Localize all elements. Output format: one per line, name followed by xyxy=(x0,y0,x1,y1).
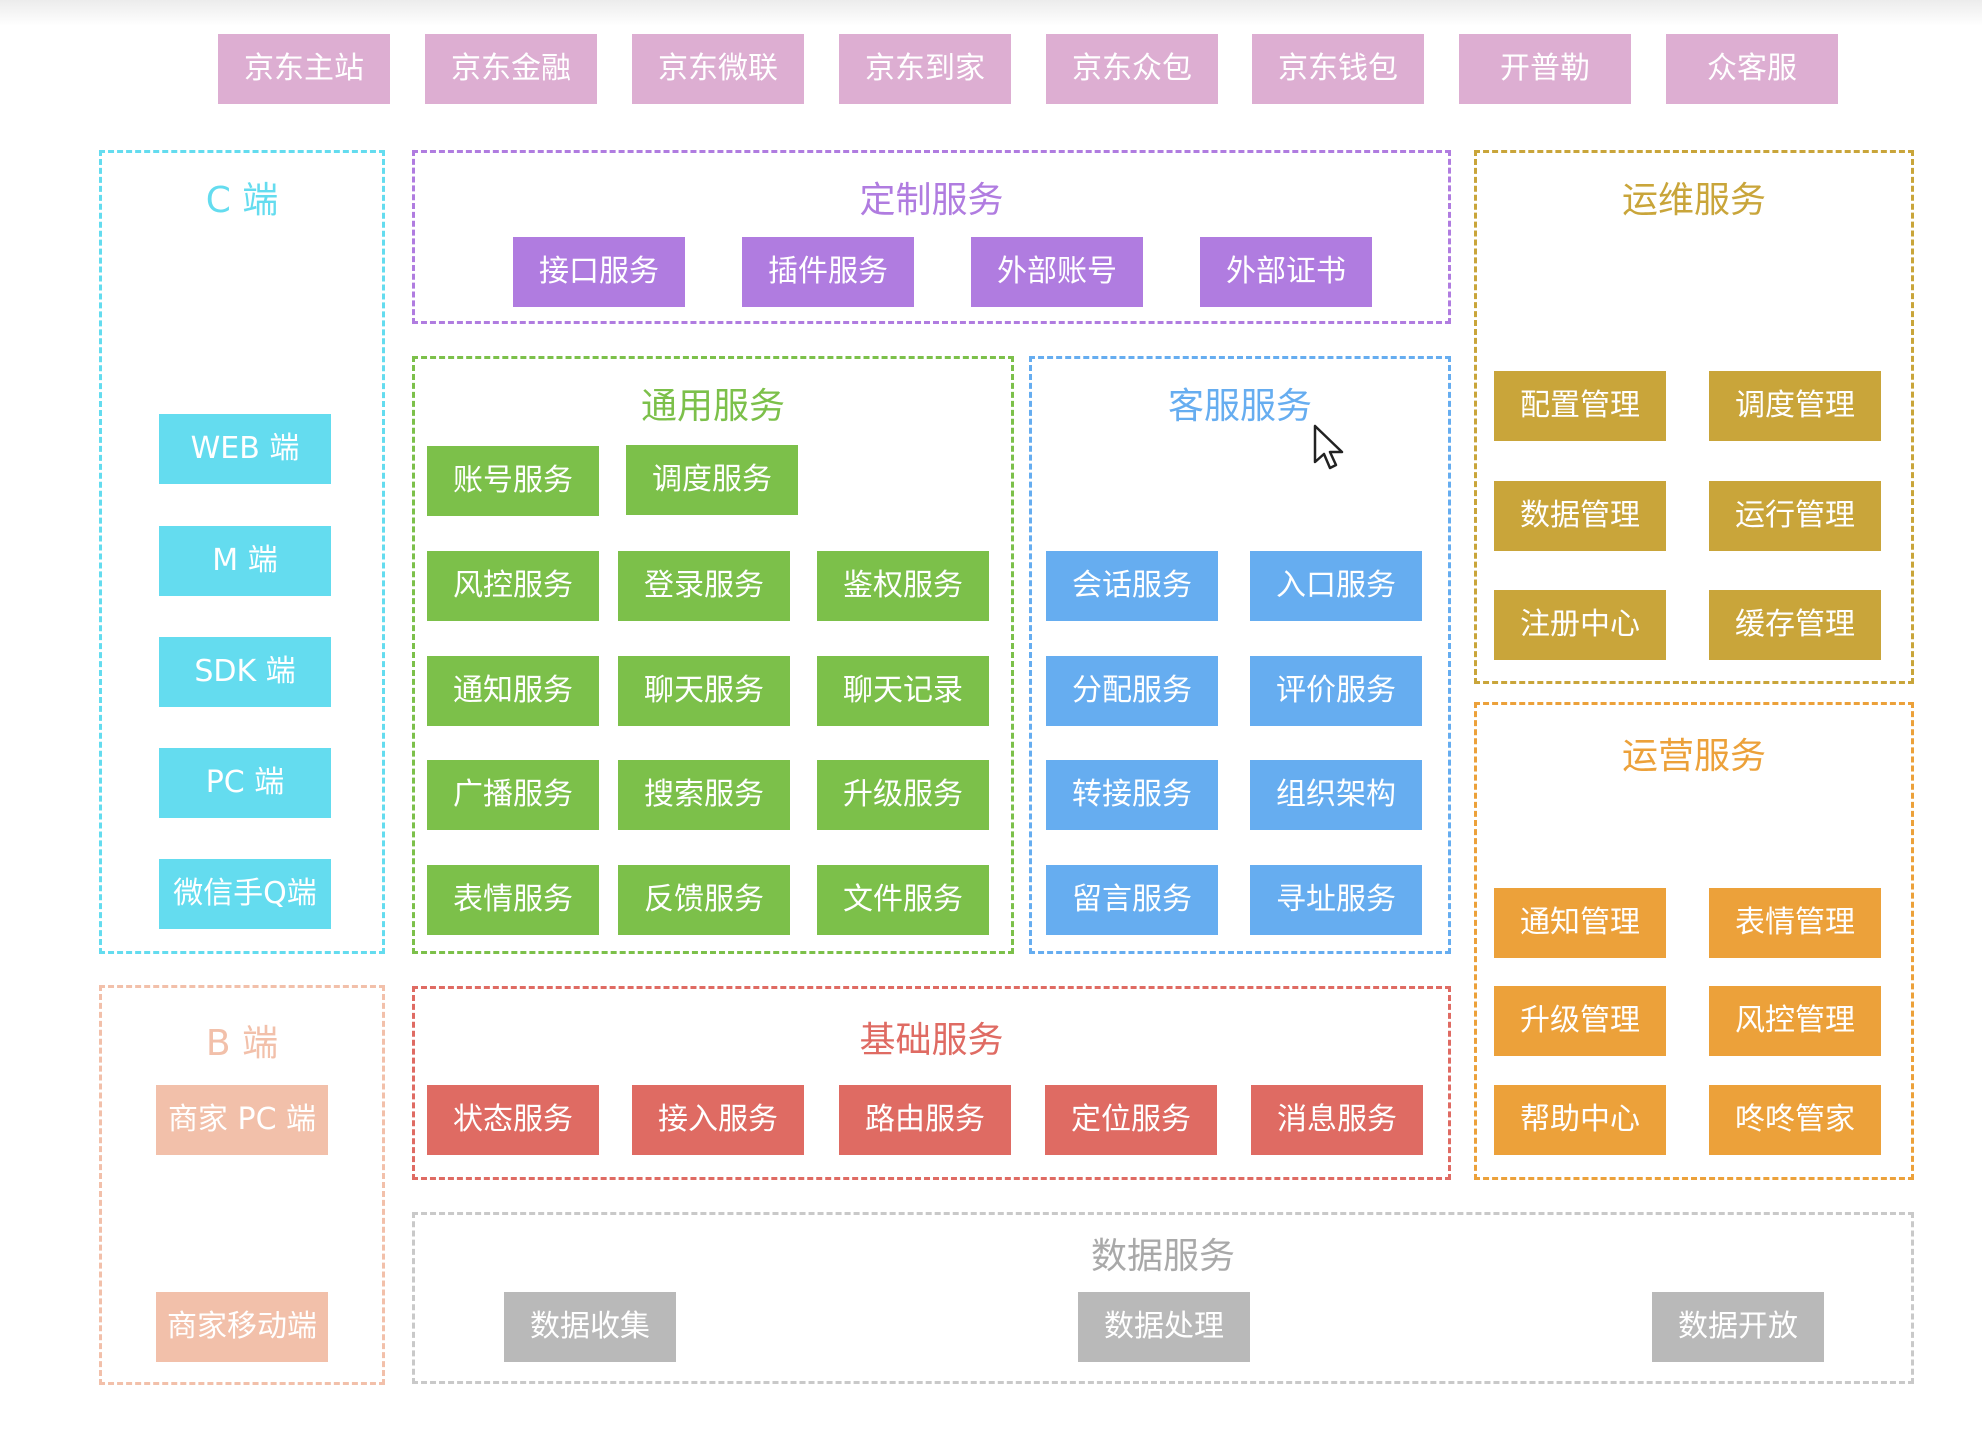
c-end-item[interactable]: M 端 xyxy=(159,526,331,596)
c-end-item[interactable]: WEB 端 xyxy=(159,414,331,484)
top-product[interactable]: 京东主站 xyxy=(218,34,390,104)
general-service-item[interactable]: 鉴权服务 xyxy=(817,551,989,621)
base-service-item[interactable]: 消息服务 xyxy=(1251,1085,1423,1155)
base-service-title: 基础服务 xyxy=(859,1020,1004,1061)
custom-service-item[interactable]: 外部账号 xyxy=(971,237,1143,307)
cs-service-item[interactable]: 留言服务 xyxy=(1046,865,1218,935)
cs-service-item[interactable]: 会话服务 xyxy=(1046,551,1218,621)
cs-service-item[interactable]: 入口服务 xyxy=(1250,551,1422,621)
top-product[interactable]: 京东到家 xyxy=(839,34,1011,104)
operate-service-item[interactable]: 通知管理 xyxy=(1494,888,1666,958)
general-service-item[interactable]: 调度服务 xyxy=(626,445,798,515)
ops-service-panel: 运维服务 xyxy=(1474,150,1914,684)
operate-service-item[interactable]: 表情管理 xyxy=(1709,888,1881,958)
cs-service-item[interactable]: 寻址服务 xyxy=(1250,865,1422,935)
operate-service-item[interactable]: 升级管理 xyxy=(1494,986,1666,1056)
ops-service-title: 运维服务 xyxy=(1621,180,1766,221)
b-end-item[interactable]: 商家 PC 端 xyxy=(156,1085,328,1155)
general-service-item[interactable]: 登录服务 xyxy=(618,551,790,621)
base-service-panel: 基础服务 xyxy=(412,986,1451,1180)
general-service-title: 通用服务 xyxy=(640,386,785,427)
cs-service-item[interactable]: 组织架构 xyxy=(1250,760,1422,830)
custom-service-title: 定制服务 xyxy=(859,180,1004,221)
operate-service-item[interactable]: 帮助中心 xyxy=(1494,1085,1666,1155)
b-end-item[interactable]: 商家移动端 xyxy=(156,1292,328,1362)
cs-service-item[interactable]: 转接服务 xyxy=(1046,760,1218,830)
general-service-item[interactable]: 文件服务 xyxy=(817,865,989,935)
data-service-title: 数据服务 xyxy=(1090,1236,1235,1277)
c-end-panel: C 端 xyxy=(99,150,385,954)
general-service-item[interactable]: 表情服务 xyxy=(427,865,599,935)
operate-service-item[interactable]: 风控管理 xyxy=(1709,986,1881,1056)
data-service-item[interactable]: 数据开放 xyxy=(1652,1292,1824,1362)
general-service-panel: 通用服务 xyxy=(412,356,1014,954)
general-service-item[interactable]: 广播服务 xyxy=(427,760,599,830)
operate-service-title: 运营服务 xyxy=(1621,736,1766,777)
ops-service-item[interactable]: 运行管理 xyxy=(1709,481,1881,551)
top-product[interactable]: 开普勒 xyxy=(1459,34,1631,104)
base-service-item[interactable]: 定位服务 xyxy=(1045,1085,1217,1155)
c-end-title: C 端 xyxy=(205,180,279,221)
base-service-item[interactable]: 状态服务 xyxy=(427,1085,599,1155)
top-product[interactable]: 京东钱包 xyxy=(1252,34,1424,104)
general-service-item[interactable]: 搜索服务 xyxy=(618,760,790,830)
general-service-item[interactable]: 通知服务 xyxy=(427,656,599,726)
c-end-item[interactable]: PC 端 xyxy=(159,748,331,818)
mouse-cursor-icon xyxy=(1313,424,1344,470)
top-bar xyxy=(0,0,1982,26)
custom-service-item[interactable]: 接口服务 xyxy=(513,237,685,307)
c-end-item[interactable]: SDK 端 xyxy=(159,637,331,707)
ops-service-item[interactable]: 缓存管理 xyxy=(1709,590,1881,660)
general-service-item[interactable]: 升级服务 xyxy=(817,760,989,830)
c-end-item[interactable]: 微信手Q端 xyxy=(159,859,331,929)
b-end-title: B 端 xyxy=(205,1023,279,1064)
ops-service-item[interactable]: 注册中心 xyxy=(1494,590,1666,660)
top-product[interactable]: 京东金融 xyxy=(425,34,597,104)
top-product[interactable]: 众客服 xyxy=(1666,34,1838,104)
ops-service-item[interactable]: 调度管理 xyxy=(1709,371,1881,441)
operate-service-item[interactable]: 咚咚管家 xyxy=(1709,1085,1881,1155)
general-service-item[interactable]: 聊天服务 xyxy=(618,656,790,726)
general-service-item[interactable]: 风控服务 xyxy=(427,551,599,621)
data-service-item[interactable]: 数据收集 xyxy=(504,1292,676,1362)
data-service-item[interactable]: 数据处理 xyxy=(1078,1292,1250,1362)
ops-service-item[interactable]: 数据管理 xyxy=(1494,481,1666,551)
custom-service-panel: 定制服务 xyxy=(412,150,1451,324)
general-service-item[interactable]: 聊天记录 xyxy=(817,656,989,726)
top-product[interactable]: 京东微联 xyxy=(632,34,804,104)
data-service-panel: 数据服务 xyxy=(412,1212,1914,1384)
cs-service-title: 客服服务 xyxy=(1167,386,1312,427)
custom-service-item[interactable]: 插件服务 xyxy=(742,237,914,307)
operate-service-panel: 运营服务 xyxy=(1474,702,1914,1180)
cs-service-item[interactable]: 评价服务 xyxy=(1250,656,1422,726)
general-service-item[interactable]: 账号服务 xyxy=(427,446,599,516)
custom-service-item[interactable]: 外部证书 xyxy=(1200,237,1372,307)
base-service-item[interactable]: 接入服务 xyxy=(632,1085,804,1155)
ops-service-item[interactable]: 配置管理 xyxy=(1494,371,1666,441)
cs-service-item[interactable]: 分配服务 xyxy=(1046,656,1218,726)
base-service-item[interactable]: 路由服务 xyxy=(839,1085,1011,1155)
cs-service-panel: 客服服务 xyxy=(1029,356,1451,954)
b-end-panel: B 端 xyxy=(99,985,385,1385)
top-product[interactable]: 京东众包 xyxy=(1046,34,1218,104)
general-service-item[interactable]: 反馈服务 xyxy=(618,865,790,935)
